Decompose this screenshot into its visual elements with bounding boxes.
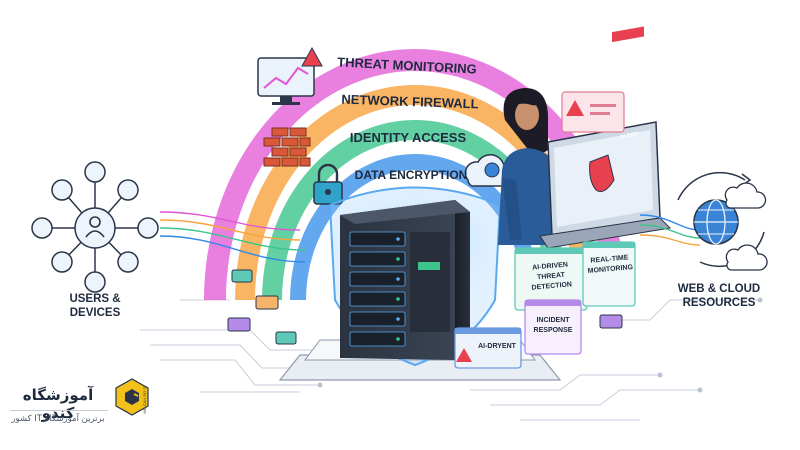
server-led xyxy=(396,317,400,321)
users-devices-line1: USERS & xyxy=(69,293,121,305)
kando-logo xyxy=(115,378,149,416)
server-led xyxy=(396,277,400,281)
card-incident-line1: INCIDENT xyxy=(536,317,570,324)
web-cloud-line2: RESOURCES xyxy=(682,297,756,309)
alert-panel xyxy=(561,91,625,133)
user-icon xyxy=(85,216,105,238)
server-led xyxy=(396,257,400,261)
server-led xyxy=(396,297,400,301)
analyst-figure xyxy=(498,88,574,245)
server-drive-slot xyxy=(349,271,406,287)
firewall-icon xyxy=(263,127,311,167)
chip-icons xyxy=(227,269,623,345)
web-cloud-line1: WEB & CLOUD xyxy=(677,283,761,295)
brand-divider xyxy=(10,410,108,411)
card-ai-dryent: AI-DRYENT xyxy=(478,343,516,350)
users-devices-label: USERS & DEVICES xyxy=(50,292,140,320)
server-drive-slot xyxy=(349,331,406,347)
web-cloud-label: WEB & CLOUD RESOURCES xyxy=(668,282,770,310)
info-cards xyxy=(454,241,636,369)
web-cloud-icon xyxy=(677,171,768,271)
padlock-icon xyxy=(313,163,343,205)
server-drive-slot xyxy=(349,291,406,307)
server-drive-slot xyxy=(349,231,406,247)
circuit-lines xyxy=(140,149,760,421)
card-incident-response: INCIDENT RESPONSE xyxy=(527,316,579,336)
brand-tagline: برترین آموزشگاه IT کشور xyxy=(11,414,105,424)
label-data-encryption: DATA ENCRYPTION xyxy=(354,168,468,182)
users-devices-line2: DEVICES xyxy=(69,307,121,319)
server-drive-slot xyxy=(349,251,406,267)
alert-laptop xyxy=(539,26,672,249)
server-drive-slot xyxy=(349,311,406,327)
users-devices-network xyxy=(31,161,159,293)
server-led xyxy=(396,337,400,341)
label-identity-access: IDENTITY ACCESS xyxy=(349,130,467,145)
card-ai-driven-threat-detection: AI-DRIVEN THREAT DETECTION xyxy=(516,259,586,295)
flow-lines-left xyxy=(159,211,306,263)
card-incident-line2: RESPONSE xyxy=(533,327,573,334)
brand-name: آموزشگاه کندو xyxy=(22,386,94,422)
threat-monitor-icon xyxy=(257,46,323,105)
server-slots xyxy=(349,231,440,347)
server-led xyxy=(396,237,400,241)
logo-text: WE CAN DO IT xyxy=(142,386,147,414)
server-status-panel xyxy=(418,262,440,270)
